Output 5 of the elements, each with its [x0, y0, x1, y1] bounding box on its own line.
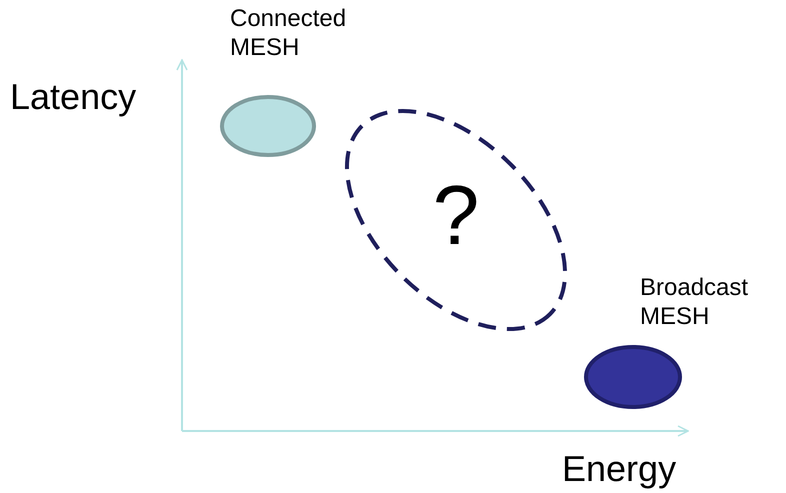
axis-label: Energy [562, 448, 676, 490]
node-label: Broadcast MESH [640, 274, 750, 332]
question-mark: ? [432, 167, 480, 264]
node-label: Connected MESH [230, 5, 348, 63]
axis-label: Latency [10, 76, 136, 118]
